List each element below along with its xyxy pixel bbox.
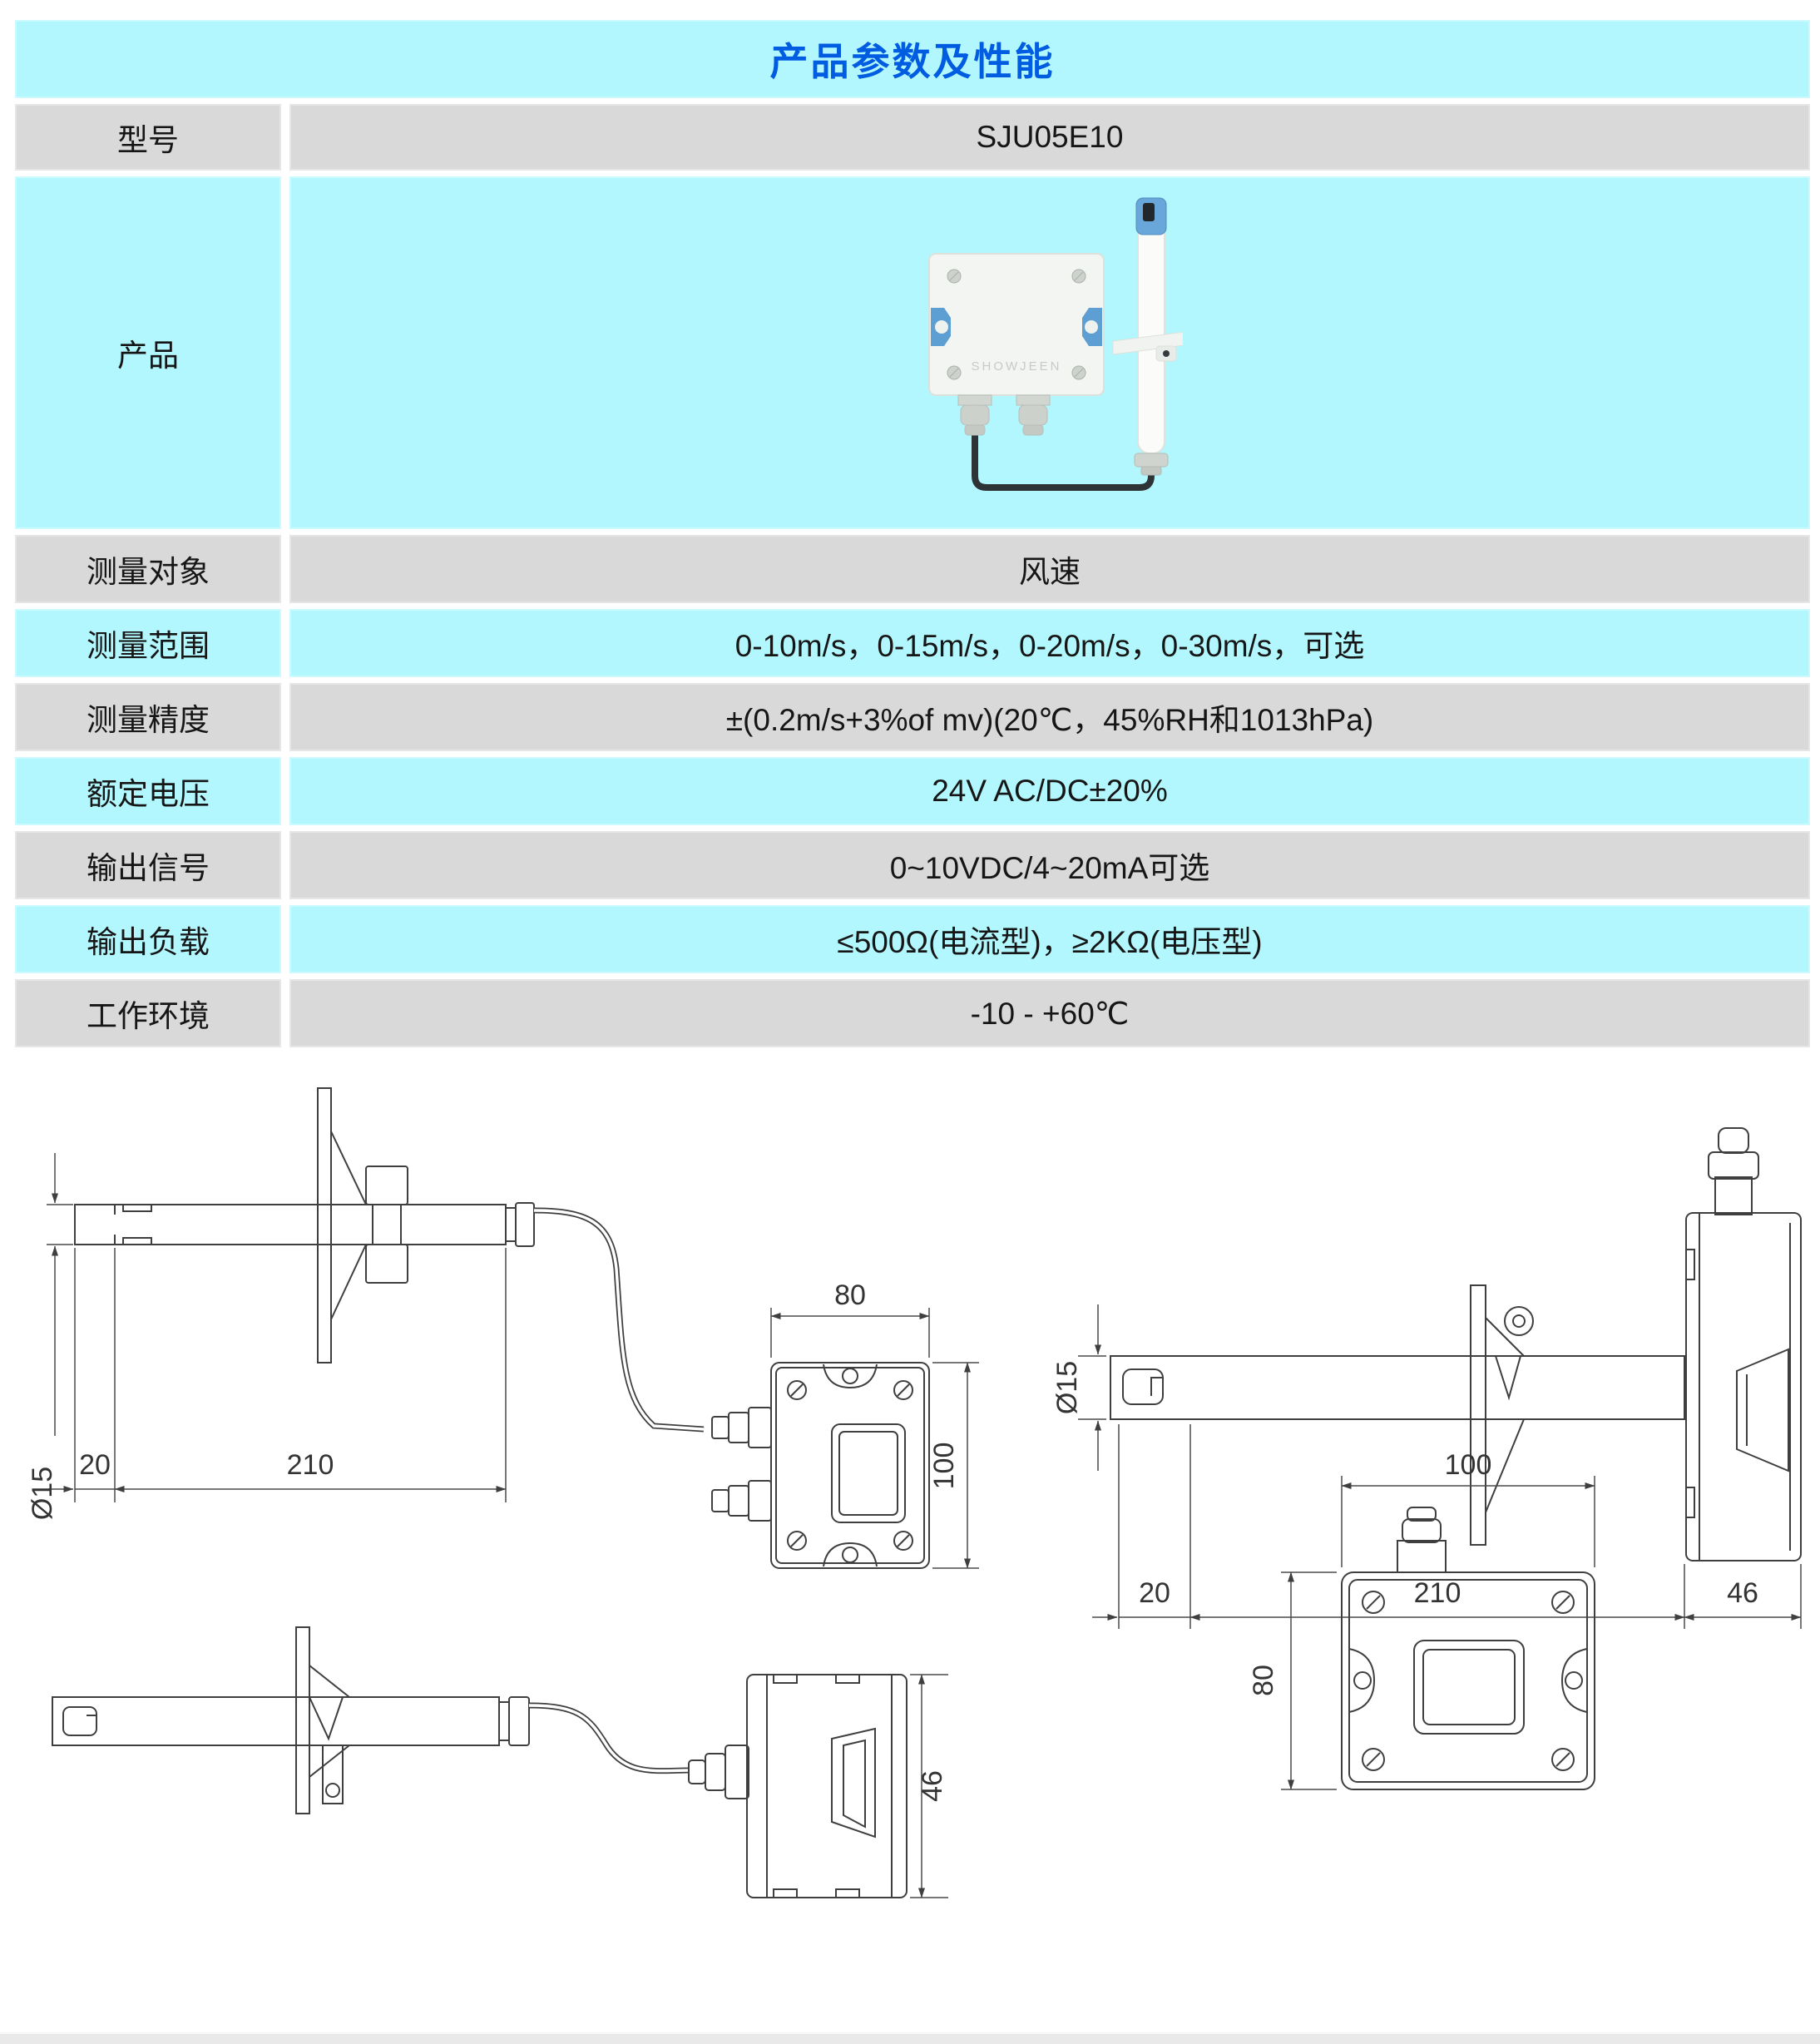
product-mount-tab-right (1082, 308, 1102, 346)
row-value-output-load: ≤500Ω(电流型)，≥2KΩ(电压型) (289, 905, 1810, 973)
bracket-plate (295, 1626, 310, 1814)
dim-label-tip-right: 20 (1139, 1577, 1170, 1609)
dim-label-diameter-left: Ø15 (27, 1467, 58, 1520)
probe-gland (505, 1207, 517, 1242)
drawing-probe-compact (1110, 1127, 1802, 1561)
dim-label-box-height-landscape: 80 (1248, 1665, 1279, 1696)
dim-label-depth-right: 46 (1727, 1577, 1758, 1609)
product-probe (1112, 197, 1183, 476)
product-mount-tab-left (931, 308, 951, 346)
row-value-output-signal: 0~10VDC/4~20mA可选 (289, 831, 1810, 899)
box-gland-upper (711, 1407, 772, 1448)
probe-flange (1112, 331, 1183, 355)
drawing-assembly-side-dims (910, 1674, 948, 1898)
row-value-measure-object: 风速 (289, 535, 1810, 603)
bracket-plate (1470, 1284, 1486, 1546)
row-label-product: 产品 (15, 176, 281, 529)
dim-label-box-height: 100 (928, 1443, 960, 1490)
row-label-output-signal: 输出信号 (15, 831, 281, 899)
dim-label-length-right: 210 (1414, 1577, 1461, 1609)
flange-plate (317, 1087, 332, 1363)
table-row-output-signal: 输出信号 0~10VDC/4~20mA可选 (15, 831, 1810, 899)
box-window (1413, 1640, 1525, 1735)
row-value-measure-range: 0-10m/s，0-15m/s，0-20m/s，0-30m/s，可选 (289, 609, 1810, 677)
dim-label-box-width-landscape: 100 (1445, 1449, 1492, 1481)
product-cable-gland-left (957, 394, 992, 436)
product-brand-text: SHOWJEEN (971, 359, 1061, 374)
row-value-model: SJU05E10 (289, 104, 1810, 171)
table-row-measure-range: 测量范围 0-10m/s，0-15m/s，0-20m/s，0-30m/s，可选 (15, 609, 1810, 677)
row-value-product: SHOWJEEN (289, 176, 1810, 529)
dim-label-diameter-right: Ø15 (1051, 1361, 1083, 1414)
dim-label-depth-left: 46 (917, 1770, 948, 1802)
row-label-model: 型号 (15, 104, 281, 171)
drawing-probe-compact-dims (1078, 1304, 1802, 1629)
row-label-measure-range: 测量范围 (15, 609, 281, 677)
row-label-measure-object: 测量对象 (15, 535, 281, 603)
product-corner-screws (947, 269, 1086, 380)
table-row-model: 型号 SJU05E10 (15, 104, 1810, 171)
dimension-drawings: Ø15 20 210 (27, 1087, 1802, 1898)
dim-label-tip-left: 20 (79, 1449, 111, 1481)
table-header-row: 产品参数及性能 (15, 20, 1810, 98)
drawing-probe-remote (74, 1087, 705, 1433)
product-cable (972, 423, 1155, 491)
drawing-assembly-side (52, 1626, 908, 1898)
box-top-gland (1708, 1127, 1759, 1215)
drawing-box-front-portrait (711, 1362, 930, 1569)
row-value-accuracy: ±(0.2m/s+3%of mv)(20℃，45%RH和1013hPa) (289, 683, 1810, 751)
dim-label-length-left: 210 (287, 1449, 334, 1481)
row-label-accuracy: 测量精度 (15, 683, 281, 751)
box-gland-lower (711, 1480, 772, 1522)
drawing-box-front-portrait-dims (770, 1308, 979, 1569)
drawing-box-front-landscape (1341, 1507, 1595, 1790)
table-row-environment: 工作环境 -10 - +60℃ (15, 979, 1810, 1047)
drawing-probe-remote-dims (47, 1153, 507, 1502)
box-side-attached (1685, 1212, 1802, 1561)
product-photo: SHOWJEEN (928, 197, 1183, 491)
box-side-gland (688, 1745, 749, 1799)
bottom-section-edge (0, 2032, 1820, 2044)
product-cable-gland-right (1016, 394, 1051, 436)
spec-table: 产品参数及性能 型号 SJU05E10 产品 (15, 20, 1810, 1047)
table-row-accuracy: 测量精度 ±(0.2m/s+3%of mv)(20℃，45%RH和1013hPa… (15, 683, 1810, 751)
table-row-measure-object: 测量对象 风速 (15, 535, 1810, 603)
row-value-voltage: 24V AC/DC±20% (289, 757, 1810, 825)
box-window (831, 1423, 906, 1523)
table-row-product: 产品 (15, 176, 1810, 529)
table-row-output-load: 输出负载 ≤500Ω(电流型)，≥2KΩ(电压型) (15, 905, 1810, 973)
probe-sensor-window (1143, 203, 1155, 221)
row-label-environment: 工作环境 (15, 979, 281, 1047)
drawing-box-front-landscape-dims (1281, 1476, 1595, 1790)
dim-label-box-width: 80 (834, 1279, 866, 1311)
box-top-gland (1397, 1507, 1447, 1573)
row-label-output-load: 输出负载 (15, 905, 281, 973)
table-row-voltage: 额定电压 24V AC/DC±20% (15, 757, 1810, 825)
box-side-profile (746, 1674, 908, 1898)
row-label-voltage: 额定电压 (15, 757, 281, 825)
row-value-environment: -10 - +60℃ (289, 979, 1810, 1047)
cable-outline (528, 1702, 690, 1774)
probe-bottom-nut (1134, 453, 1169, 468)
page-title: 产品参数及性能 (15, 20, 1810, 98)
